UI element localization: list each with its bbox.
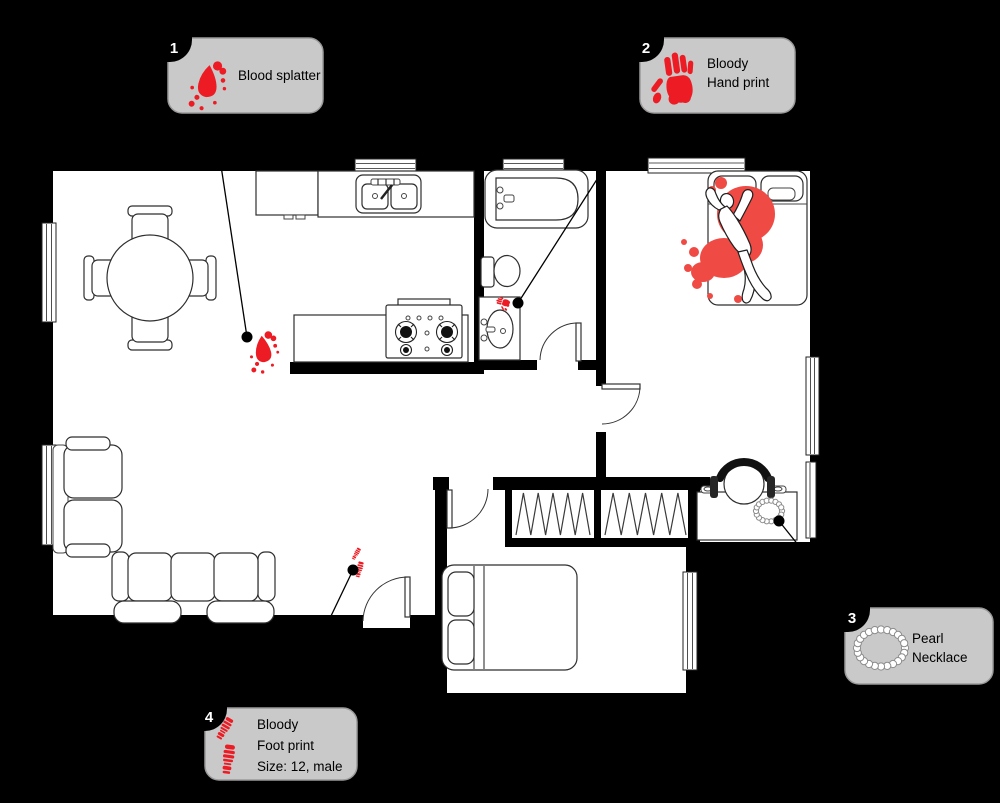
- closets: [515, 492, 687, 536]
- callout-text: Pearl: [912, 631, 944, 646]
- callout-text: Bloody: [257, 717, 299, 732]
- master-bedroom-door[interactable]: [601, 383, 641, 425]
- wall-closet-left: [505, 490, 512, 547]
- leader-lines: [212, 111, 852, 709]
- wall-bath-bottom-a: [474, 360, 537, 370]
- master-bedroom: [681, 170, 808, 541]
- callout-text: Blood splatter: [238, 68, 321, 83]
- callout-hand-print[interactable]: 2 Bloody Hand print: [634, 31, 796, 114]
- badge-3: [840, 601, 870, 632]
- victim-leg-right: [737, 249, 772, 302]
- living-room: [52, 436, 276, 624]
- bedroom2-door[interactable]: [446, 488, 489, 529]
- wall-bottom-left: [47, 615, 363, 628]
- sink-spout: [485, 326, 496, 333]
- fridge: [255, 170, 319, 220]
- burner-large-right: [435, 320, 459, 344]
- pearl-necklace-icon: [852, 625, 910, 671]
- kitchen: [255, 170, 475, 363]
- bathroom-door[interactable]: [539, 322, 582, 362]
- window-desk-nook: [805, 461, 817, 539]
- window-master-bedroom-right: [805, 356, 820, 456]
- burner-small-left: [399, 343, 413, 357]
- sink-knob: [480, 318, 488, 326]
- kitchen-sink: [355, 174, 422, 214]
- tub-faucet: [503, 194, 515, 203]
- bathtub: [484, 169, 589, 229]
- wall-bath-bottom-b: [578, 360, 606, 370]
- wall-kitchen-bath: [474, 163, 484, 374]
- evidence-dot-blood-splatter[interactable]: [241, 331, 253, 343]
- closet-right-hanging: [604, 492, 687, 536]
- wall-closet-mid: [594, 490, 601, 547]
- loveseat: [52, 436, 123, 558]
- wall-top: [47, 163, 820, 171]
- wall-closet-bottom: [505, 538, 700, 547]
- dining-set: [83, 205, 217, 351]
- burner-small-right: [440, 343, 454, 357]
- callout-text: Foot print: [257, 738, 314, 753]
- leader-line-1: [212, 112, 248, 338]
- victim-arm-left: [705, 187, 726, 211]
- doors: [362, 322, 641, 622]
- window-kitchen: [354, 158, 417, 174]
- badge-number: 1: [170, 40, 178, 57]
- leader-line-2: [517, 111, 641, 304]
- wall-kitchen-half: [290, 362, 484, 374]
- sofa: [111, 551, 276, 624]
- closet-left-hanging: [515, 492, 591, 536]
- callout-text: Size: 12, male: [257, 759, 343, 774]
- burner-large-left: [394, 320, 418, 344]
- pillow: [447, 619, 475, 665]
- wall-bath-bedroom: [596, 163, 606, 386]
- bedroom2-bed: [441, 564, 578, 671]
- stove: [385, 298, 463, 359]
- front-door[interactable]: [362, 576, 411, 622]
- callout-foot-print[interactable]: 4 Bloody Foot print Size: 12, male: [197, 700, 358, 781]
- badge-4: [197, 700, 227, 731]
- callout-text: Necklace: [912, 650, 968, 665]
- badge-2: [634, 31, 664, 62]
- toilet: [480, 254, 521, 288]
- callout-pearl-necklace[interactable]: 3 Pearl Necklace: [840, 601, 994, 685]
- badge-number: 4: [205, 709, 214, 726]
- faucet-spout: [380, 184, 393, 200]
- badge-number: 3: [848, 610, 856, 627]
- wall-hall-bedroom: [596, 432, 606, 477]
- evidence-dot-foot-print[interactable]: [347, 564, 359, 576]
- window-bedroom2: [682, 571, 698, 671]
- pillow: [447, 571, 475, 617]
- bathroom-vanity: [478, 296, 521, 361]
- leader-line-4: [286, 569, 354, 709]
- wall-hall-bottom: [493, 477, 710, 490]
- wall-bedroom2-bottom: [435, 693, 700, 703]
- window-master-bedroom-top: [647, 157, 746, 174]
- leader-line-3: [778, 520, 852, 612]
- callout-text: Bloody: [707, 56, 749, 71]
- bathroom: [478, 169, 589, 361]
- wall-left: [47, 163, 53, 622]
- callout-text: Hand print: [707, 75, 770, 90]
- window-dining: [41, 222, 57, 323]
- badge-1: [162, 31, 192, 62]
- dining-table: [106, 234, 194, 322]
- evidence-dot-pearl-necklace[interactable]: [773, 515, 785, 527]
- callout-blood-splatter[interactable]: 1 Blood splatter: [162, 31, 324, 114]
- victim-arm-right: [732, 189, 754, 222]
- bedroom2: [441, 564, 578, 671]
- evidence-dot-hand-print[interactable]: [512, 297, 524, 309]
- victim-body-outline: [705, 187, 772, 304]
- wall-desk-bottom: [688, 542, 820, 555]
- desk-chair: [710, 458, 775, 505]
- sink-knob: [480, 334, 488, 342]
- badge-number: 2: [642, 40, 650, 57]
- windows: [41, 157, 820, 671]
